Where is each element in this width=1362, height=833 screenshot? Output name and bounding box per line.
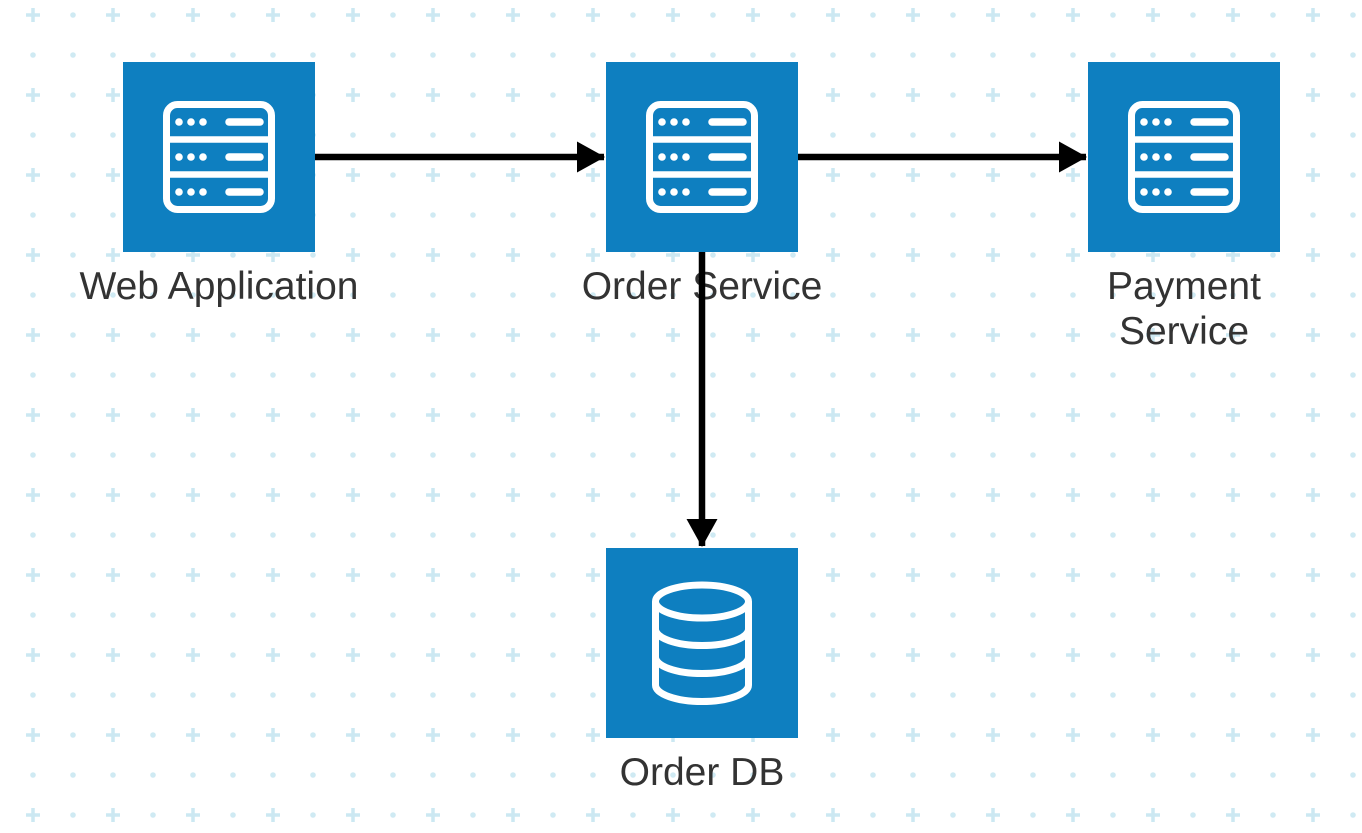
node-label-payment-service: Payment Service — [1107, 265, 1261, 353]
node-order-db[interactable]: Order DB — [606, 548, 798, 794]
server-icon-shapes — [163, 101, 275, 213]
node-web-application[interactable]: Web Application — [80, 62, 358, 308]
node-box-order-db[interactable] — [606, 548, 798, 738]
node-order-service[interactable]: Order Service — [582, 62, 822, 308]
database-icon-shapes — [652, 581, 752, 705]
server-icon-shapes — [646, 101, 758, 213]
node-label-web-application: Web Application — [79, 265, 359, 308]
node-payment-service[interactable]: Payment Service — [1088, 62, 1280, 353]
node-box-order-service[interactable] — [606, 62, 798, 252]
node-label-order-db: Order DB — [619, 751, 785, 794]
database-icon — [652, 581, 752, 705]
server-icon — [646, 101, 758, 213]
node-box-payment-service[interactable] — [1088, 62, 1280, 252]
server-icon — [1128, 101, 1240, 213]
server-icon-shapes — [1128, 101, 1240, 213]
node-box-web-application[interactable] — [123, 62, 315, 252]
server-icon — [163, 101, 275, 213]
